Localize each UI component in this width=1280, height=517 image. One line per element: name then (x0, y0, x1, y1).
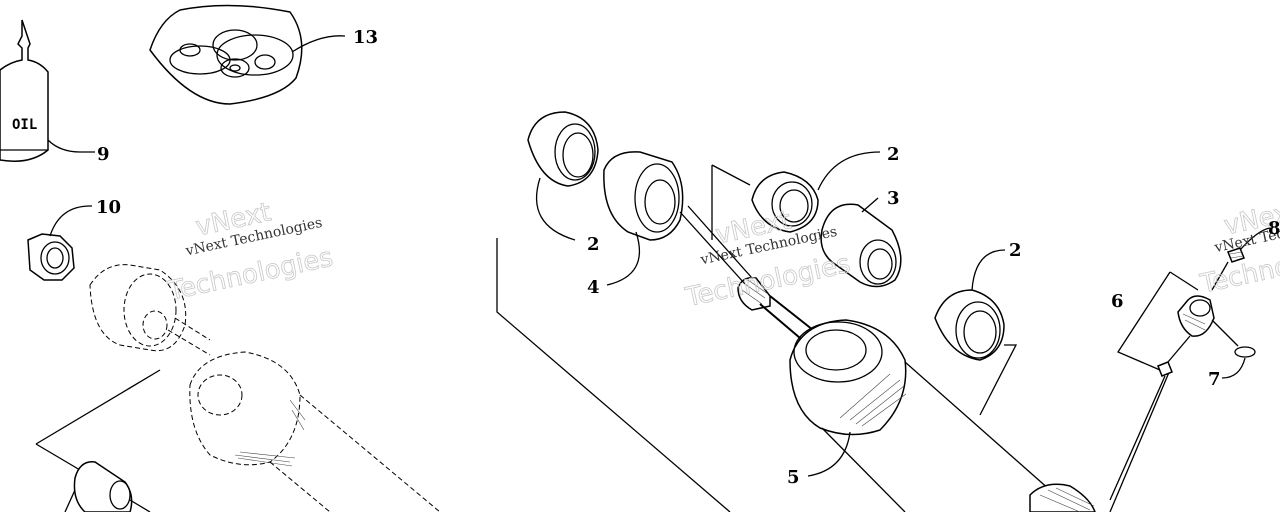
sleeve-3 (820, 197, 902, 288)
sleeve-4 (603, 151, 684, 286)
callout-2b: 2 (887, 144, 900, 165)
callout-13: 13 (353, 27, 378, 48)
callout-6: 6 (1111, 291, 1124, 312)
bushing-2c (934, 249, 1006, 361)
bushing-2b (751, 151, 881, 233)
nut-part (27, 205, 93, 281)
callout-2c: 2 (1009, 240, 1022, 261)
main-shock-absorber (679, 205, 1097, 513)
ghost-bushing (89, 264, 211, 356)
seal-kit-bag (149, 4, 346, 105)
callout-2a: 2 (587, 234, 600, 255)
lower-left-sleeve (64, 461, 151, 513)
bushing-2a (527, 111, 599, 241)
left-shock-body (35, 351, 441, 513)
callout-3: 3 (887, 188, 900, 209)
bracket-lines (496, 164, 1171, 513)
callout-labels: 13 9 10 2 4 2 3 2 6 7 8 5 (96, 27, 1280, 488)
callout-9: 9 (97, 144, 110, 165)
callout-5: 5 (787, 467, 800, 488)
watermark-1: vNext vNext Technologies Technologies (165, 197, 336, 307)
callout-7: 7 (1208, 369, 1221, 390)
callout-8: 8 (1268, 218, 1280, 239)
watermark-2: vNext vNext Technologies Technologies (682, 205, 853, 314)
watermark-3: vNext vNext Technologies Technologies (1197, 196, 1280, 300)
oil-bottle: OIL (0, 19, 95, 162)
valve-assembly (1109, 227, 1271, 501)
callout-4: 4 (587, 277, 600, 298)
callout-10: 10 (96, 197, 121, 218)
bottle-label: OIL (12, 117, 37, 133)
